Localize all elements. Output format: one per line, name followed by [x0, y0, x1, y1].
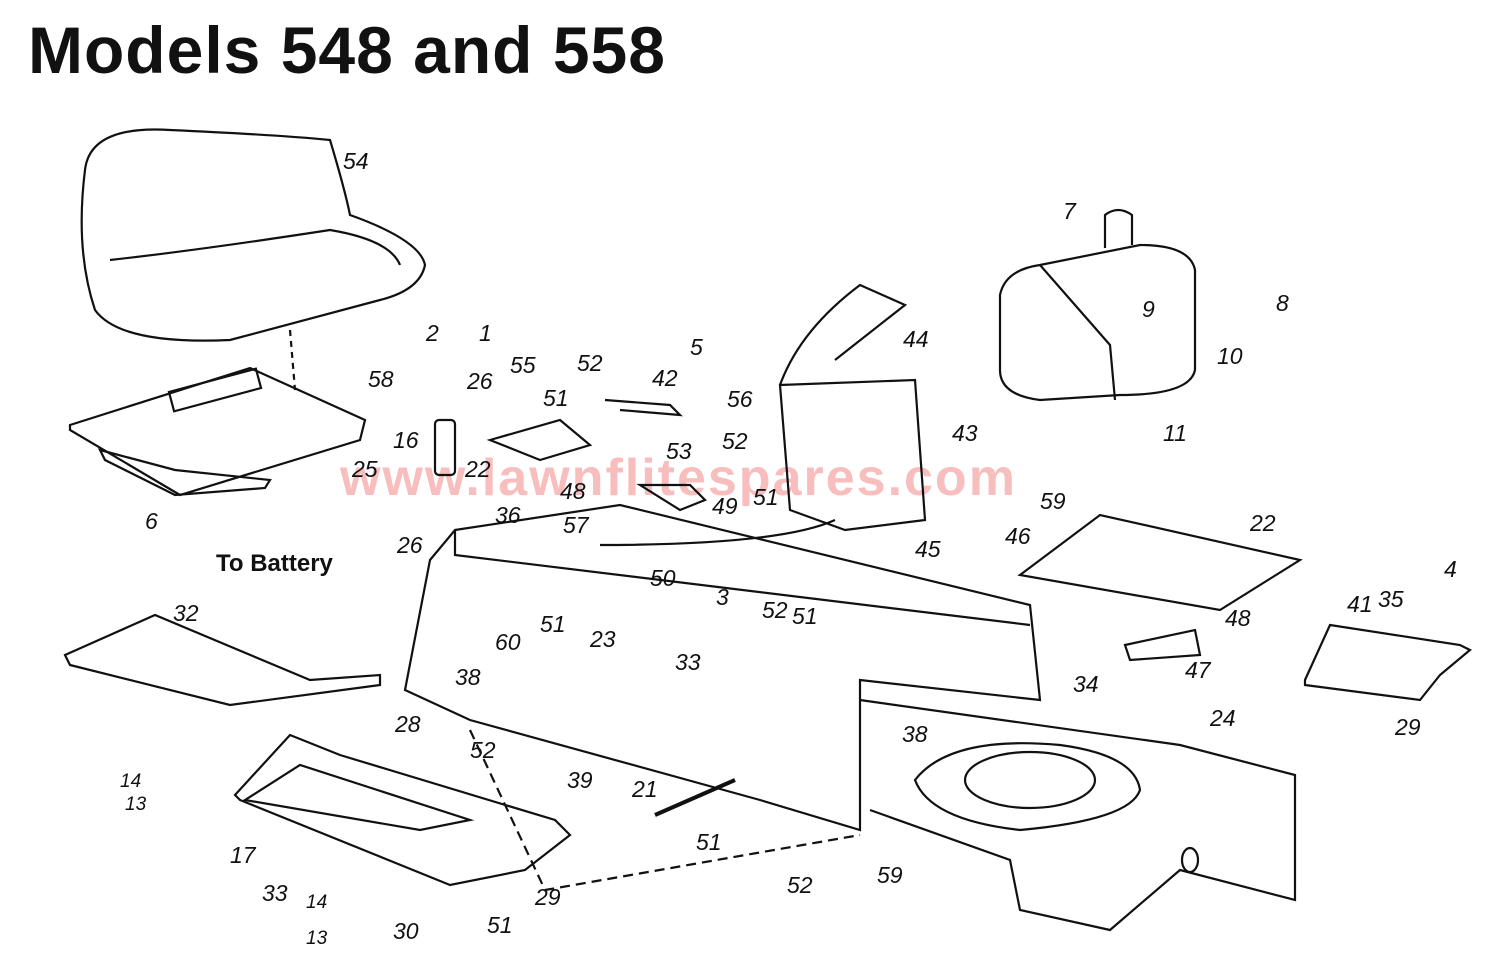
part-label: 22 — [1250, 510, 1276, 536]
part-label: 10 — [1217, 343, 1243, 369]
part-label: 50 — [650, 565, 676, 591]
part-label: 16 — [393, 427, 419, 453]
part-label: 57 — [563, 512, 589, 538]
bracket-assembly — [433, 398, 707, 512]
part-label: 49 — [712, 493, 738, 519]
part-label: 6 — [145, 508, 158, 534]
part-label: 33 — [262, 880, 288, 906]
part-label: 48 — [560, 478, 586, 504]
part-label: 58 — [368, 366, 394, 392]
part-label: 28 — [395, 711, 421, 737]
part-label: 21 — [632, 776, 658, 802]
part-label: 13 — [125, 794, 147, 815]
part-label: 30 — [393, 918, 419, 944]
part-label: 13 — [306, 928, 328, 949]
part-label: 51 — [696, 829, 722, 855]
part-label: 52 — [577, 350, 603, 376]
part-label: 36 — [495, 502, 521, 528]
right-footrest — [1303, 623, 1472, 702]
part-label: 44 — [903, 326, 929, 352]
part-label: 52 — [787, 872, 813, 898]
part-label: 25 — [352, 456, 378, 482]
part-label: 56 — [727, 386, 753, 412]
seat-guide-line — [288, 329, 297, 391]
part-label: 60 — [495, 629, 521, 655]
part-label: 51 — [753, 484, 779, 510]
battery — [778, 283, 927, 532]
part-label: 52 — [722, 428, 748, 454]
part-label: 51 — [543, 385, 569, 411]
part-label: 2 — [426, 320, 439, 346]
part-label: 29 — [1395, 714, 1421, 740]
frame — [403, 503, 1297, 932]
part-label: 53 — [666, 438, 692, 464]
part-label: 23 — [590, 626, 616, 652]
part-label: 32 — [173, 600, 199, 626]
part-label: 17 — [230, 842, 256, 868]
part-label: 5 — [690, 334, 703, 360]
seat-plate — [68, 366, 367, 497]
part-label: 59 — [877, 862, 903, 888]
part-label: 51 — [792, 603, 818, 629]
frame-outline-hidden — [469, 729, 861, 892]
part-label: 3 — [716, 584, 729, 610]
page-title: Models 548 and 558 — [28, 13, 666, 87]
part-label: 33 — [675, 649, 701, 675]
part-label: 29 — [535, 884, 561, 910]
part-label: 43 — [952, 420, 978, 446]
lower-footrest — [233, 733, 572, 887]
part-label: 22 — [465, 456, 491, 482]
part-label: 52 — [470, 737, 496, 763]
part-label: 52 — [762, 597, 788, 623]
part-label: 4 — [1444, 556, 1457, 582]
part-label: 14 — [120, 771, 142, 792]
part-label: 38 — [902, 721, 928, 747]
part-label: 26 — [397, 532, 423, 558]
axle-rod — [654, 778, 736, 817]
part-label: 7 — [1063, 198, 1076, 224]
part-label: 55 — [510, 352, 536, 378]
part-label: 59 — [1040, 488, 1066, 514]
part-label: 1 — [479, 320, 492, 346]
part-label: 51 — [540, 611, 566, 637]
part-label: 26 — [467, 368, 493, 394]
part-label: 42 — [652, 365, 678, 391]
part-label: 38 — [455, 664, 481, 690]
left-footrest — [63, 613, 382, 707]
part-label: 9 — [1142, 296, 1155, 322]
part-label: 41 — [1347, 591, 1373, 617]
part-label: 34 — [1073, 671, 1099, 697]
battery-cable — [599, 518, 836, 547]
to-battery-callout: To Battery — [216, 550, 333, 577]
seat — [80, 128, 427, 342]
part-label: 45 — [915, 536, 941, 562]
part-label: 48 — [1225, 605, 1251, 631]
part-label: 24 — [1210, 705, 1236, 731]
part-label: 39 — [567, 767, 593, 793]
part-label: 46 — [1005, 523, 1031, 549]
part-label: 51 — [487, 912, 513, 938]
part-label: 11 — [1163, 420, 1187, 446]
floor-plate — [1017, 513, 1303, 662]
part-label: 54 — [343, 148, 369, 174]
part-label: 14 — [306, 892, 328, 913]
part-label: 47 — [1185, 657, 1211, 683]
part-label: 8 — [1276, 290, 1289, 316]
part-label: 35 — [1378, 586, 1404, 612]
watermark: www.lawnflitespares.com — [340, 449, 1017, 507]
fuel-tank — [998, 208, 1197, 402]
